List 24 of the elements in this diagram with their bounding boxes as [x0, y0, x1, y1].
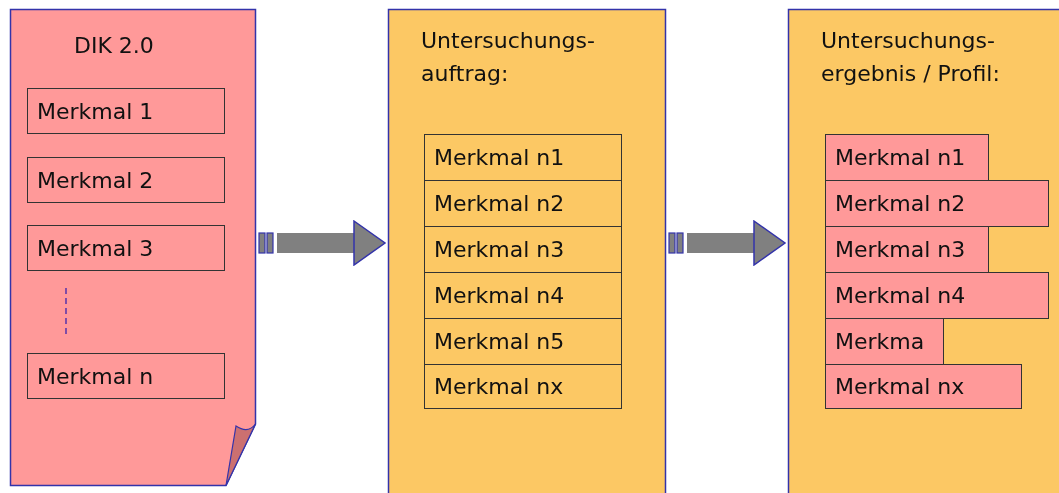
document-panel — [10, 9, 256, 486]
feature-box: Merkmal n3 — [424, 226, 622, 273]
feature-box: Merkmal n3 — [825, 226, 989, 273]
feature-box: Merkmal n4 — [825, 272, 1049, 319]
panel-heading: Untersuchungs- auftrag: — [421, 27, 596, 88]
feature-box: Merkmal 2 — [27, 157, 225, 203]
feature-box: Merkmal n1 — [825, 134, 989, 181]
panel-heading: Untersuchungs- ergebnis / Profil: — [821, 27, 1001, 88]
feature-box: Merkmal nx — [424, 364, 622, 409]
feature-box: Merkmal n2 — [424, 180, 622, 227]
feature-box: Merkmal nx — [825, 364, 1022, 409]
feature-box: Merkmal n — [27, 353, 225, 399]
panel — [388, 9, 666, 493]
feature-box: Merkma — [825, 318, 944, 365]
feature-box: Merkmal n5 — [424, 318, 622, 365]
block-arrow — [668, 220, 786, 266]
panel-heading: DIK 2.0 — [74, 32, 155, 60]
feature-box: Merkmal n1 — [424, 134, 622, 181]
block-arrow — [258, 220, 386, 266]
feature-box: Merkmal n2 — [825, 180, 1049, 227]
feature-box: Merkmal 3 — [27, 225, 225, 271]
feature-box: Merkmal 1 — [27, 88, 225, 134]
feature-box: Merkmal n4 — [424, 272, 622, 319]
panel — [788, 9, 1059, 493]
